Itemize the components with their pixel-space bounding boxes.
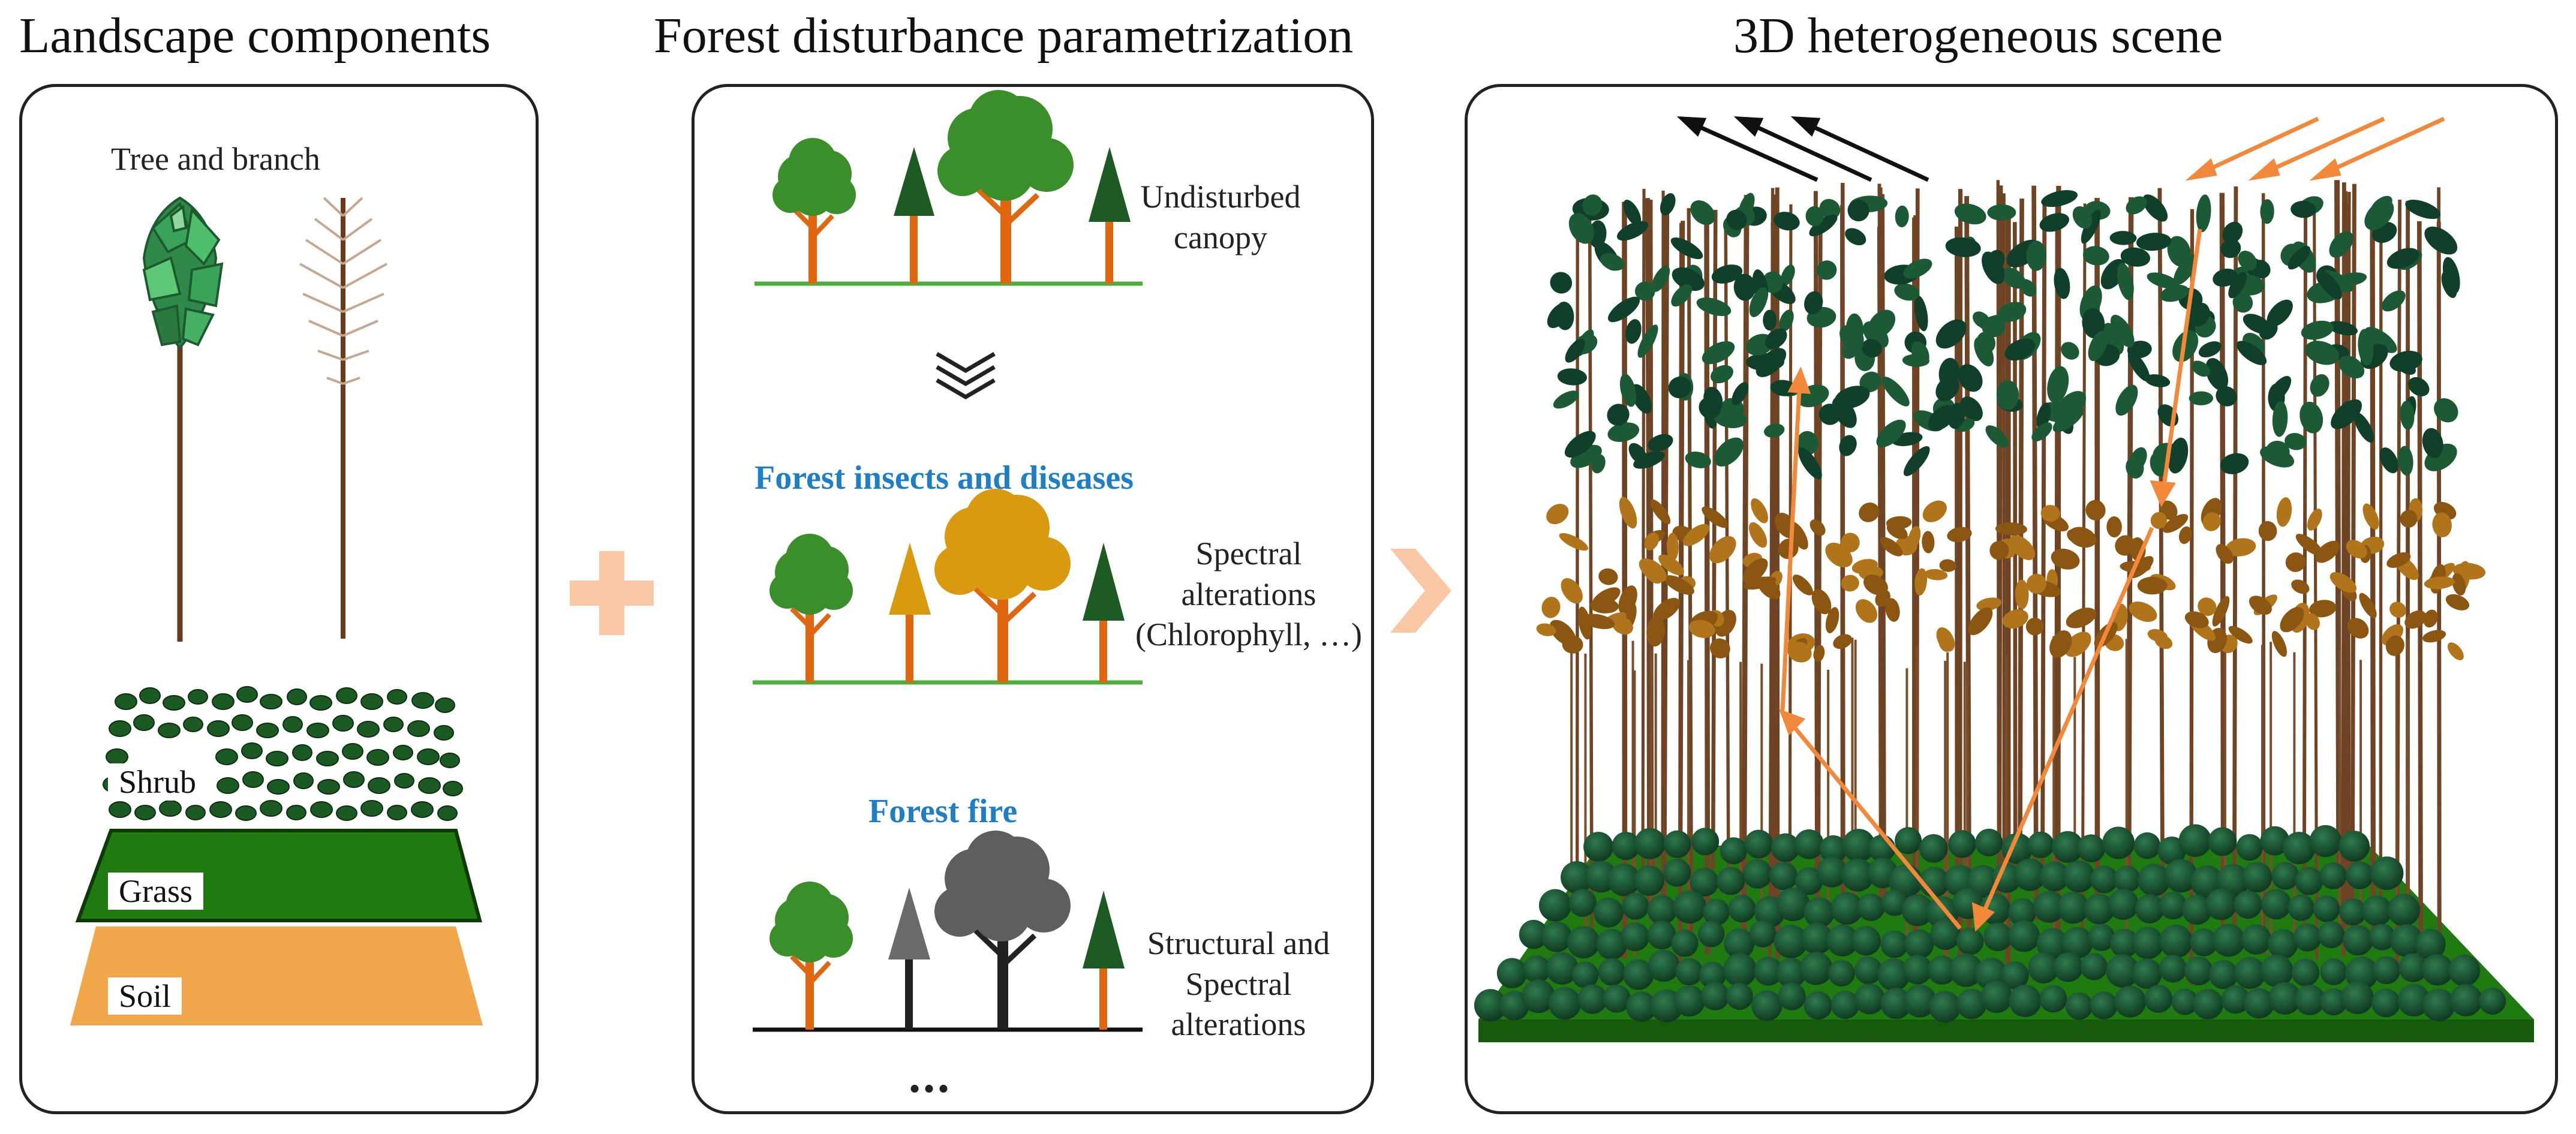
fire-line-2: Spectral [1185, 965, 1292, 1002]
incoming-light-arrows [2185, 116, 2445, 181]
undisturbed-line-1: Undisturbed [1140, 179, 1301, 215]
tree-branch-label: Tree and branch [111, 141, 320, 177]
undisturbed-trees [755, 90, 1143, 286]
insects-label: Spectral alterations (Chlorophyll, …) [1123, 534, 1375, 655]
outgoing-light-arrows [1676, 116, 1929, 182]
scene-title: 3D heterogeneous scene [1733, 8, 2223, 64]
chevron-down-icon [936, 351, 996, 400]
fire-title: Forest fire [868, 793, 1018, 830]
insects-line-3: (Chlorophyll, …) [1135, 616, 1362, 652]
grass-label: Grass [108, 873, 203, 910]
leafy-tree-model [142, 196, 224, 642]
disturbance-title: Forest disturbance parametrization [654, 8, 1354, 64]
ground-shrubs [1474, 824, 2506, 1023]
insects-title: Forest insects and diseases [755, 459, 1134, 497]
insects-line-1: Spectral [1195, 536, 1302, 571]
shrub-layer [103, 686, 463, 821]
insects-line-2: alterations [1181, 576, 1316, 612]
branch-model [299, 197, 387, 639]
insect-damaged-trees [753, 489, 1143, 685]
fire-line-1: Structural and [1147, 925, 1330, 961]
soil-label: Soil [108, 977, 182, 1015]
arrow-connector [1390, 549, 1451, 633]
landscape-title: Landscape components [19, 8, 491, 64]
fire-label: Structural and Spectral alterations [1128, 924, 1349, 1045]
fire-line-3: alterations [1171, 1006, 1306, 1042]
fire-damaged-trees [753, 831, 1143, 1032]
undisturbed-label: Undisturbed canopy [1134, 177, 1307, 258]
shrub-label: Shrub [108, 763, 208, 801]
overstory-canopy [1547, 189, 2460, 480]
ellipsis: ... [909, 1050, 952, 1103]
light-path-arrows [1779, 228, 2202, 932]
plus-connector [570, 551, 654, 635]
undisturbed-line-2: canopy [1174, 219, 1267, 255]
